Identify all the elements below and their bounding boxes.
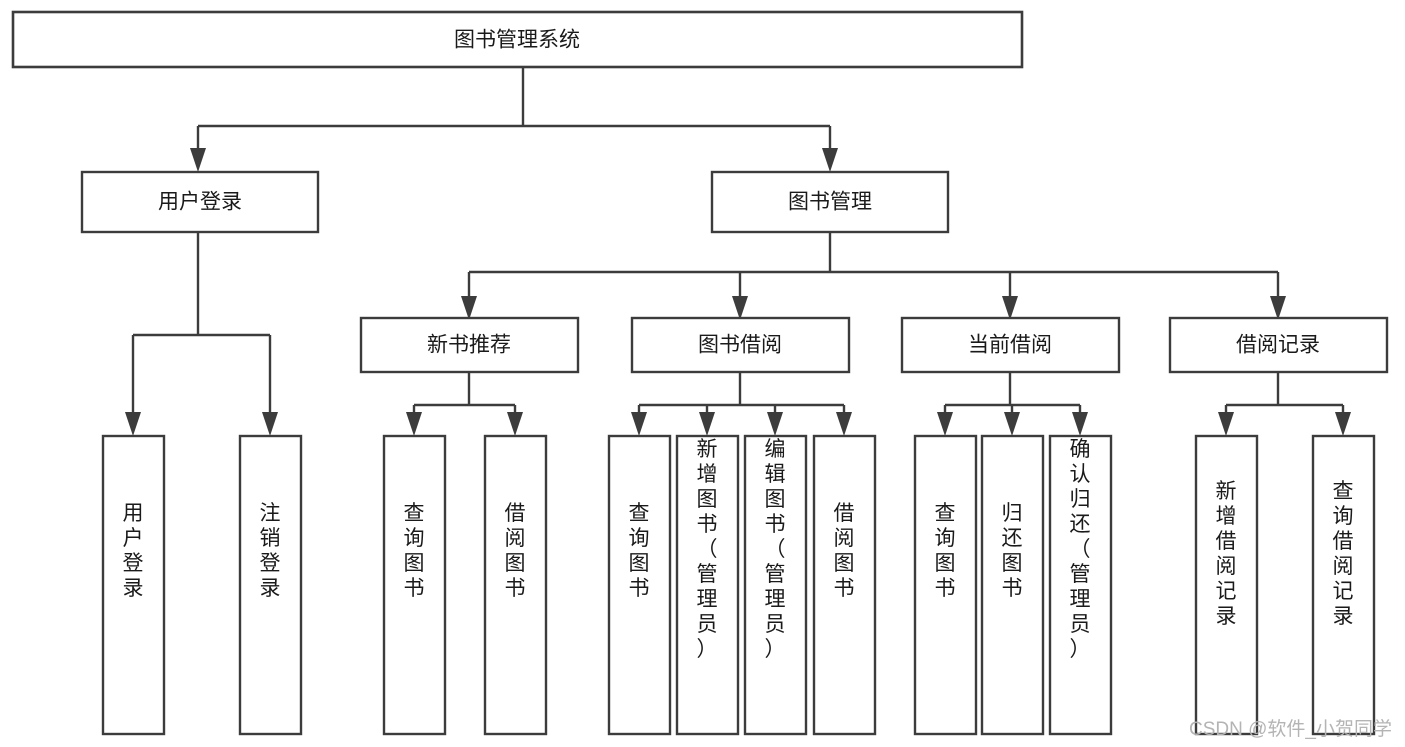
arrow-head-book-manage (822, 148, 838, 172)
node-borrow-record-box[interactable] (1168, 316, 1389, 374)
leaf-borrow-record-add-box[interactable] (1194, 434, 1259, 736)
leaf-book-borrow-borrow[interactable]: 借阅图书 (812, 434, 877, 736)
leaf-user-login-logout-label: 注销登录 (260, 502, 281, 600)
leaf-new-book-query-box[interactable] (382, 434, 447, 736)
leaf-current-borrow-return-box[interactable] (980, 434, 1045, 736)
connector-layer (125, 67, 1351, 436)
leaf-book-borrow-query[interactable]: 查询图书 (607, 434, 672, 736)
arrow-head-leaf-user-login-1 (125, 412, 141, 436)
arrow-head-leaf-current-borrow-1 (937, 412, 953, 436)
node-root-system-box[interactable] (11, 10, 1024, 69)
node-current-borrow-label: 当前借阅 (968, 334, 1052, 357)
leaf-borrow-record-query-label: 查询借阅记录 (1333, 480, 1354, 628)
leaf-user-login-logout-box[interactable] (238, 434, 303, 736)
node-user-login[interactable]: 用户登录 (80, 170, 320, 234)
node-borrow-record-label: 借阅记录 (1236, 334, 1320, 357)
node-current-borrow[interactable]: 当前借阅 (900, 316, 1121, 374)
leaf-current-borrow-return[interactable]: 归还图书 (980, 434, 1045, 736)
node-book-manage[interactable]: 图书管理 (710, 170, 950, 234)
leaf-current-borrow-return-label: 归还图书 (1002, 502, 1023, 600)
leaf-book-borrow-query-box[interactable] (607, 434, 672, 736)
arrow-head-user-login (190, 148, 206, 172)
leaf-new-book-borrow-box[interactable] (483, 434, 548, 736)
leaf-borrow-record-add[interactable]: 新增借阅记录 (1194, 434, 1259, 736)
arrow-head-leaf-current-borrow-2 (1004, 412, 1020, 436)
leaf-book-borrow-add-label: 新增图书（管理员） (697, 438, 718, 661)
arrow-head-leaf-user-login-2 (262, 412, 278, 436)
arrow-head-new-book (461, 296, 477, 320)
arrow-head-leaf-new-book-2 (507, 412, 523, 436)
leaf-current-borrow-query[interactable]: 查询图书 (913, 434, 978, 736)
watermark-label: CSDN @软件_小贺同学 (1189, 718, 1392, 740)
node-root-system-label: 图书管理系统 (454, 29, 580, 52)
leaf-current-borrow-query-box[interactable] (913, 434, 978, 736)
arrow-head-current-borrow (1002, 296, 1018, 320)
node-borrow-record[interactable]: 借阅记录 (1168, 316, 1389, 374)
node-book-borrow[interactable]: 图书借阅 (630, 316, 851, 374)
arrow-head-leaf-book-borrow-2 (699, 412, 715, 436)
node-book-borrow-box[interactable] (630, 316, 851, 374)
leaf-user-login-login-box[interactable] (101, 434, 166, 736)
leaf-current-borrow-confirm-box[interactable] (1048, 434, 1113, 736)
leaf-user-login-login[interactable]: 用户登录 (101, 434, 166, 736)
node-new-book-recommend-label: 新书推荐 (427, 334, 511, 357)
leaf-new-book-query-label: 查询图书 (404, 502, 425, 600)
node-book-borrow-label: 图书借阅 (698, 334, 782, 357)
leaf-borrow-record-query[interactable]: 查询借阅记录 (1311, 434, 1376, 736)
leaf-current-borrow-query-label: 查询图书 (935, 502, 956, 600)
arrow-head-leaf-book-borrow-1 (631, 412, 647, 436)
node-new-book-recommend[interactable]: 新书推荐 (359, 316, 580, 374)
arrow-head-leaf-book-borrow-3 (767, 412, 783, 436)
leaf-borrow-record-add-label: 新增借阅记录 (1216, 480, 1237, 628)
node-current-borrow-box[interactable] (900, 316, 1121, 374)
leaf-user-login-login-label: 用户登录 (123, 502, 144, 600)
node-book-manage-label: 图书管理 (788, 191, 872, 214)
arrow-head-leaf-new-book-1 (406, 412, 422, 436)
leaf-new-book-borrow[interactable]: 借阅图书 (483, 434, 548, 736)
leaf-borrow-record-query-box[interactable] (1311, 434, 1376, 736)
node-user-login-label: 用户登录 (158, 191, 242, 214)
arrow-head-borrow-record (1270, 296, 1286, 320)
leaf-book-borrow-borrow-label: 借阅图书 (834, 502, 855, 600)
leaf-current-borrow-confirm[interactable]: 确认归还（管理员） (1048, 434, 1113, 736)
node-new-book-recommend-box[interactable] (359, 316, 580, 374)
arrow-head-leaf-borrow-record-2 (1335, 412, 1351, 436)
leaf-book-borrow-edit-box[interactable] (743, 434, 808, 736)
node-user-login-box[interactable] (80, 170, 320, 234)
arrow-head-leaf-book-borrow-4 (836, 412, 852, 436)
leaf-book-borrow-edit-label: 编辑图书（管理员） (765, 438, 786, 661)
leaf-new-book-borrow-label: 借阅图书 (505, 502, 526, 600)
leaf-book-borrow-query-label: 查询图书 (629, 502, 650, 600)
leaf-book-borrow-add[interactable]: 新增图书（管理员） (675, 434, 740, 736)
leaf-current-borrow-confirm-label: 确认归还（管理员） (1070, 438, 1091, 661)
leaf-book-borrow-edit[interactable]: 编辑图书（管理员） (743, 434, 808, 736)
leaf-user-login-logout[interactable]: 注销登录 (238, 434, 303, 736)
arrow-head-leaf-borrow-record-1 (1218, 412, 1234, 436)
arrow-head-book-borrow (732, 296, 748, 320)
arrow-head-leaf-current-borrow-3 (1072, 412, 1088, 436)
leaf-book-borrow-add-box[interactable] (675, 434, 740, 736)
node-root-system[interactable]: 图书管理系统 (11, 10, 1024, 69)
node-book-manage-box[interactable] (710, 170, 950, 234)
leaf-book-borrow-borrow-box[interactable] (812, 434, 877, 736)
leaf-new-book-query[interactable]: 查询图书 (382, 434, 447, 736)
